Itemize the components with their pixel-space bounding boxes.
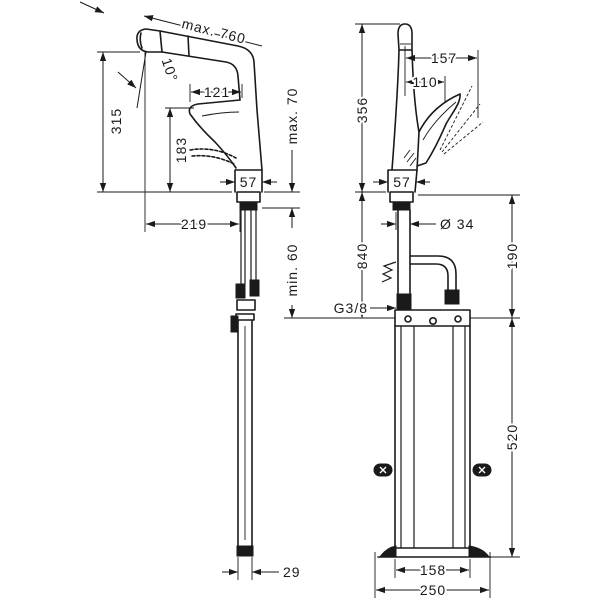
sheath-clip bbox=[230, 315, 239, 333]
spout-arm-bottom bbox=[161, 51, 241, 101]
spout-left-edge bbox=[391, 49, 400, 171]
dim-29-label: 29 bbox=[283, 564, 301, 580]
lever-handle-edge bbox=[201, 111, 240, 117]
pullout-hose-loop bbox=[409, 255, 457, 293]
dim-max70-label: max. 70 bbox=[284, 88, 300, 145]
dim-183-label: 183 bbox=[173, 137, 189, 163]
lever-alt-position-2 bbox=[191, 154, 235, 165]
mounting-nut bbox=[239, 201, 258, 211]
hose-bracket bbox=[236, 299, 256, 311]
spout-arm-top bbox=[159, 30, 263, 171]
front-under-deck-part bbox=[389, 191, 414, 203]
angle-label: 10° bbox=[159, 56, 182, 84]
box-screw-right bbox=[454, 315, 462, 323]
dim-min60-label: min. 60 bbox=[284, 244, 300, 297]
dim-520-label: 520 bbox=[504, 424, 520, 450]
lever-handle bbox=[188, 99, 241, 169]
box-screw-center bbox=[428, 316, 437, 325]
spout-right-edge bbox=[411, 49, 420, 171]
angle-leader bbox=[117, 71, 137, 89]
dim-219-label: 219 bbox=[181, 216, 207, 232]
spray-axis-line bbox=[136, 51, 147, 109]
front-view: 356 840 157 110 57 Ø 34 G3/8 190 bbox=[332, 23, 522, 600]
side-view: 10° max. 760 315 121 183 57 max. 70 min.… bbox=[79, 1, 396, 582]
dim-250-label: 250 bbox=[420, 582, 446, 598]
dim-121-label: 121 bbox=[204, 84, 230, 100]
dim-57-right-label: 57 bbox=[393, 174, 411, 190]
under-deck-part bbox=[236, 191, 261, 203]
sheath-top bbox=[235, 313, 255, 321]
box-inner-channels bbox=[400, 326, 466, 548]
center-fitting bbox=[396, 293, 412, 311]
dim-356-label: 356 bbox=[354, 97, 370, 123]
spout-hatch bbox=[403, 149, 417, 167]
box-screw-left bbox=[404, 315, 412, 323]
box-outer-sides bbox=[394, 325, 471, 549]
dim-110-label: 110 bbox=[412, 74, 437, 90]
box-clip-left-mark bbox=[379, 466, 387, 474]
side-faucet bbox=[136, 28, 263, 557]
hose-fitting-b bbox=[249, 279, 260, 297]
dim-d34-label: Ø 34 bbox=[440, 216, 474, 232]
pullout-hose-sheath bbox=[237, 319, 253, 547]
dim-840-label: 840 bbox=[354, 243, 370, 269]
box-foot-right bbox=[468, 545, 490, 558]
front-lever-edge bbox=[422, 101, 457, 141]
hose-fitting-a bbox=[235, 283, 246, 299]
angle-leader-top bbox=[79, 1, 105, 14]
spout-seam bbox=[187, 35, 190, 57]
front-lever-handle bbox=[416, 93, 461, 167]
front-mounting-nut bbox=[392, 201, 411, 211]
lever-alt-position bbox=[189, 148, 237, 159]
front-shank bbox=[397, 209, 411, 297]
dim-157-label: 157 bbox=[431, 50, 457, 66]
hose-weight bbox=[236, 545, 254, 557]
front-faucet bbox=[381, 23, 484, 311]
spray-head bbox=[136, 28, 163, 53]
dim-57-left-label: 57 bbox=[240, 174, 258, 190]
dim-190-label: 190 bbox=[504, 243, 520, 269]
reach-dimension-line bbox=[143, 15, 263, 47]
loop-fitting bbox=[444, 289, 460, 305]
box-clip-right-mark bbox=[478, 466, 486, 474]
spray-pattern bbox=[439, 85, 484, 155]
hose-box bbox=[373, 309, 492, 558]
spray-face bbox=[139, 32, 143, 49]
box-foot-left bbox=[379, 545, 397, 558]
side-hose-connector bbox=[381, 261, 397, 283]
dim-158-label: 158 bbox=[420, 562, 446, 578]
spray-head-cap bbox=[397, 23, 413, 51]
dim-315-label: 315 bbox=[108, 108, 124, 134]
thread-label: G3/8 bbox=[334, 300, 368, 316]
supply-hoses bbox=[240, 210, 257, 286]
